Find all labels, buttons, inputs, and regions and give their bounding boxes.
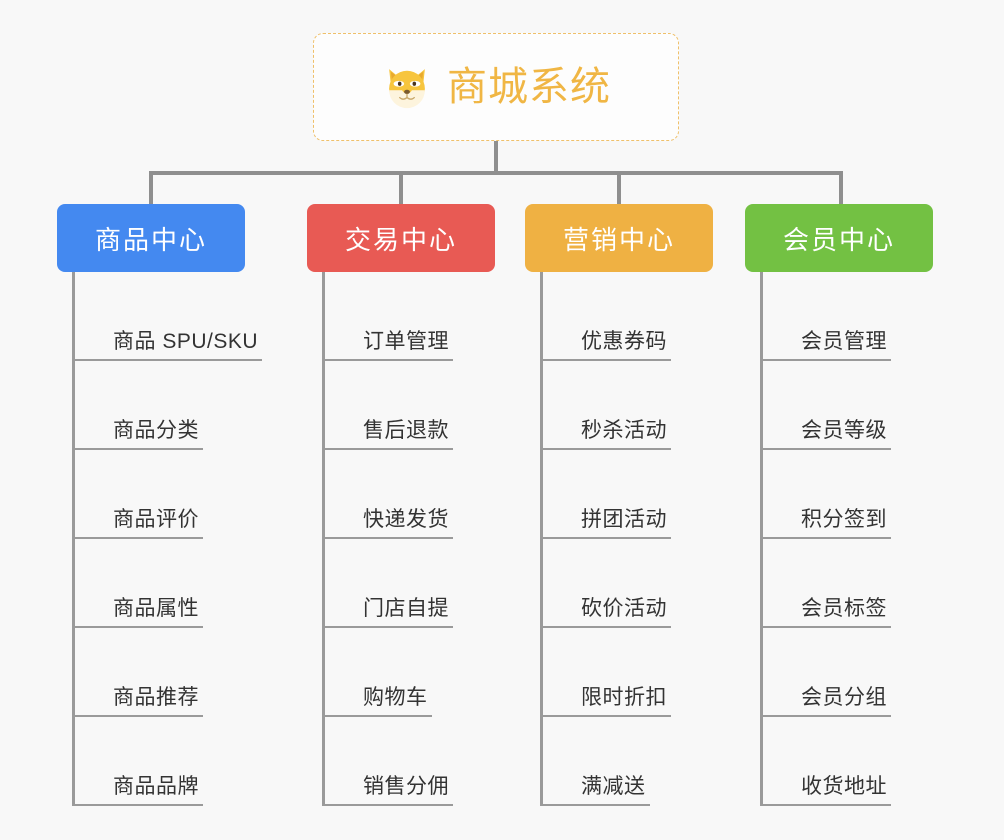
leaf-underline — [763, 715, 891, 717]
list-item[interactable]: 商品属性 — [75, 539, 245, 628]
leaf-label: 拼团活动 — [581, 508, 667, 531]
connector-drop-marketing-center — [617, 171, 621, 204]
leaf-underline — [543, 715, 671, 717]
leaf-underline — [325, 448, 453, 450]
leaf-label: 购物车 — [363, 686, 428, 709]
leaf-label: 商品属性 — [113, 597, 199, 620]
branch-header-marketing-center[interactable]: 营销中心 — [525, 204, 713, 272]
leaf-underline — [325, 626, 453, 628]
leaf-underline — [75, 359, 262, 361]
leaf-label: 优惠券码 — [581, 330, 667, 353]
list-item[interactable]: 商品评价 — [75, 450, 245, 539]
branch-header-label: 交易中心 — [344, 224, 457, 255]
leaf-list-product-center: 商品 SPU/SKU 商品分类 商品评价 商品属性 商品推荐 商品品牌 — [72, 272, 262, 806]
list-item[interactable]: 秒杀活动 — [543, 361, 713, 450]
leaf-label: 满减送 — [581, 775, 646, 798]
connector-drop-member-center — [839, 171, 843, 204]
leaf-underline — [763, 448, 891, 450]
list-item[interactable]: 购物车 — [325, 628, 495, 717]
list-item[interactable]: 会员等级 — [763, 361, 933, 450]
leaf-label: 商品 SPU/SKU — [113, 330, 259, 353]
leaf-label: 限时折扣 — [581, 686, 667, 709]
leaf-list-marketing-center: 优惠券码 秒杀活动 拼团活动 砍价活动 限时折扣 满减送 — [540, 272, 713, 806]
branch-trade-center: 交易中心 订单管理 售后退款 快递发货 门店自提 购物车 — [307, 204, 495, 806]
list-item[interactable]: 积分签到 — [763, 450, 933, 539]
connector-root-stem — [494, 141, 498, 174]
list-item[interactable]: 销售分佣 — [325, 717, 495, 806]
leaf-underline — [543, 537, 671, 539]
list-item[interactable]: 商品分类 — [75, 361, 245, 450]
leaf-underline — [763, 359, 891, 361]
leaf-label: 商品评价 — [113, 508, 199, 531]
branch-header-label: 会员中心 — [782, 224, 895, 255]
leaf-list-trade-center: 订单管理 售后退款 快递发货 门店自提 购物车 销售分佣 — [322, 272, 495, 806]
leaf-label: 砍价活动 — [581, 597, 667, 620]
leaf-underline — [325, 537, 453, 539]
list-item[interactable]: 订单管理 — [325, 272, 495, 361]
leaf-underline — [75, 537, 203, 539]
leaf-label: 收货地址 — [801, 775, 887, 798]
leaf-underline — [325, 804, 453, 806]
leaf-label: 积分签到 — [801, 508, 887, 531]
list-item[interactable]: 快递发货 — [325, 450, 495, 539]
branch-marketing-center: 营销中心 优惠券码 秒杀活动 拼团活动 砍价活动 限时折扣 — [525, 204, 713, 806]
list-item[interactable]: 会员管理 — [763, 272, 933, 361]
list-item[interactable]: 售后退款 — [325, 361, 495, 450]
branch-header-trade-center[interactable]: 交易中心 — [307, 204, 495, 272]
leaf-label: 商品品牌 — [113, 775, 199, 798]
root-node-mall-system[interactable]: 商城系统 — [313, 33, 679, 141]
branch-header-label: 商品中心 — [94, 224, 207, 255]
connector-horizontal-bus — [149, 171, 843, 175]
leaf-underline — [75, 448, 203, 450]
branch-product-center: 商品中心 商品 SPU/SKU 商品分类 商品评价 商品属性 商品推荐 — [57, 204, 262, 806]
list-item[interactable]: 砍价活动 — [543, 539, 713, 628]
connector-drop-product-center — [149, 171, 153, 204]
leaf-label: 会员标签 — [801, 597, 887, 620]
leaf-underline — [325, 715, 432, 717]
leaf-underline — [75, 626, 203, 628]
list-item[interactable]: 商品品牌 — [75, 717, 245, 806]
connector-drop-trade-center — [399, 171, 403, 204]
list-item[interactable]: 限时折扣 — [543, 628, 713, 717]
leaf-label: 秒杀活动 — [581, 419, 667, 442]
list-item[interactable]: 商品推荐 — [75, 628, 245, 717]
leaf-label: 会员管理 — [801, 330, 887, 353]
list-item[interactable]: 优惠券码 — [543, 272, 713, 361]
branch-header-product-center[interactable]: 商品中心 — [57, 204, 245, 272]
leaf-underline — [763, 537, 891, 539]
list-item[interactable]: 满减送 — [543, 717, 713, 806]
leaf-label: 售后退款 — [363, 419, 449, 442]
leaf-label: 订单管理 — [363, 330, 449, 353]
leaf-underline — [763, 626, 891, 628]
branch-member-center: 会员中心 会员管理 会员等级 积分签到 会员标签 会员分组 — [745, 204, 933, 806]
list-item[interactable]: 收货地址 — [763, 717, 933, 806]
leaf-label: 门店自提 — [363, 597, 449, 620]
branch-header-label: 营销中心 — [562, 224, 675, 255]
leaf-underline — [543, 626, 671, 628]
list-item[interactable]: 商品 SPU/SKU — [75, 272, 262, 361]
leaf-list-member-center: 会员管理 会员等级 积分签到 会员标签 会员分组 收货地址 — [760, 272, 933, 806]
shiba-dog-face-icon — [389, 69, 425, 109]
leaf-underline — [75, 804, 203, 806]
branch-header-member-center[interactable]: 会员中心 — [745, 204, 933, 272]
leaf-label: 快递发货 — [363, 508, 449, 531]
leaf-underline — [763, 804, 891, 806]
leaf-label: 销售分佣 — [363, 775, 449, 798]
list-item[interactable]: 会员标签 — [763, 539, 933, 628]
leaf-label: 会员分组 — [801, 686, 887, 709]
leaf-underline — [543, 804, 650, 806]
leaf-underline — [543, 448, 671, 450]
list-item[interactable]: 拼团活动 — [543, 450, 713, 539]
leaf-underline — [325, 359, 453, 361]
leaf-underline — [543, 359, 671, 361]
list-item[interactable]: 门店自提 — [325, 539, 495, 628]
leaf-label: 商品分类 — [113, 419, 199, 442]
leaf-label: 商品推荐 — [113, 686, 199, 709]
leaf-label: 会员等级 — [801, 419, 887, 442]
root-node-title: 商城系统 — [447, 65, 611, 109]
leaf-underline — [75, 715, 203, 717]
list-item[interactable]: 会员分组 — [763, 628, 933, 717]
